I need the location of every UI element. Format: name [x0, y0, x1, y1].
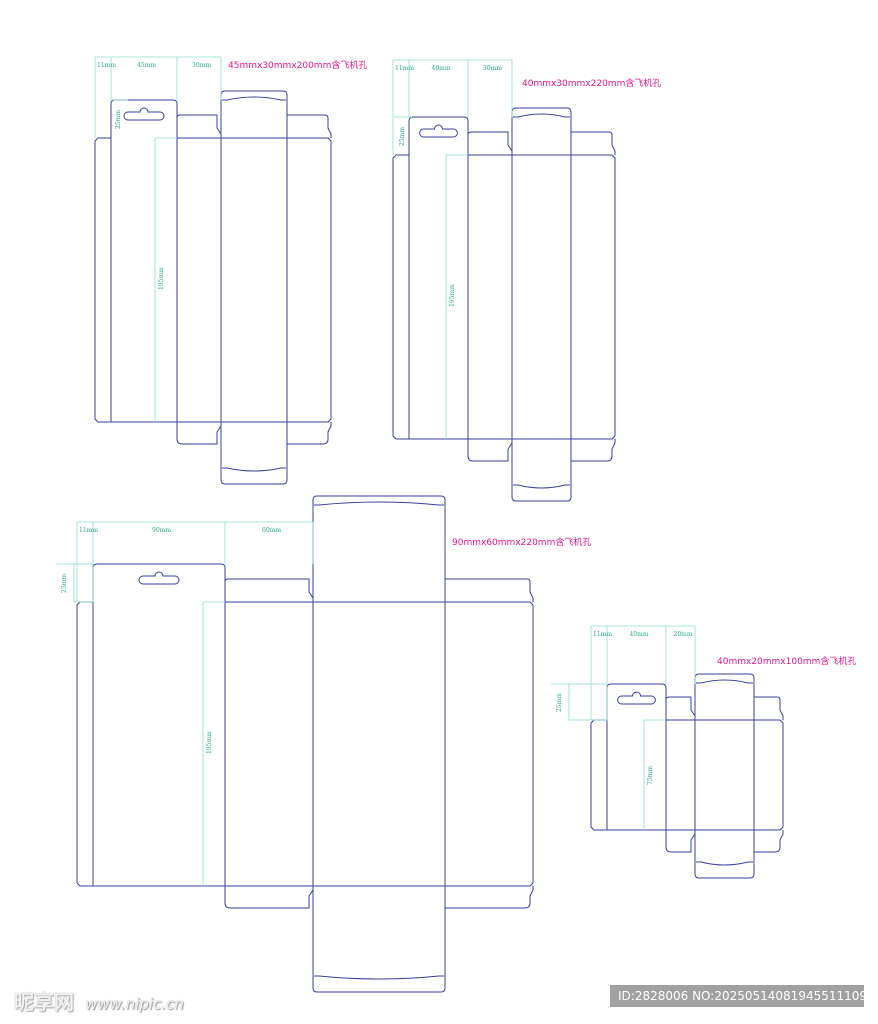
box-dieline-4: 11mm 40mm 20mm 25mm 75mm 40mmx20mmx100mm含飞机孔: [551, 625, 856, 879]
watermark: 昵享网 www.nipic.cn: [14, 986, 184, 1015]
glue-flap: [590, 719, 607, 831]
dimension-label-depth: 60mm: [262, 527, 281, 534]
dust-flap-top-right: [444, 578, 534, 602]
glue-flap: [392, 154, 409, 440]
dimension-label-height: 195mm: [206, 731, 213, 754]
box-dieline-3: 11mm 90mm 60mm 25mm 195mm 90mmx60mmx220mm含飞机孔: [56, 495, 591, 993]
box-title: 45mmx30mmx200mm含飞机孔: [228, 59, 367, 71]
box-title: 40mmx30mmx220mm含飞机孔: [522, 77, 661, 89]
tuck-flap-top-curve: [513, 113, 570, 118]
dimension-label-depth: 30mm: [483, 65, 502, 72]
side-panel-left: [176, 137, 222, 423]
dust-flap-top-left: [176, 114, 222, 138]
tuck-flap-bottom: [694, 830, 755, 879]
dust-flap-bottom-right: [753, 830, 784, 853]
dust-flap-bottom-right: [286, 422, 332, 445]
hang-hole: [123, 107, 165, 121]
hang-hole: [138, 571, 180, 585]
tuck-flap-bottom-curve: [314, 975, 444, 980]
dust-flap-bottom-left: [467, 439, 513, 462]
dust-flap-bottom-left: [224, 886, 314, 909]
hang-hole: [419, 124, 458, 138]
glue-flap: [94, 137, 111, 423]
hang-hole: [617, 691, 656, 705]
box-title: 90mmx60mmx220mm含飞机孔: [452, 536, 591, 548]
front-panel: [110, 99, 178, 423]
dust-flap-bottom-left: [665, 830, 696, 853]
dimension-box-hanger: [568, 683, 608, 721]
side-panel-right: [571, 154, 616, 440]
dimension-label-width: 40mm: [432, 65, 451, 72]
dimension-label-glue: 11mm: [97, 62, 116, 69]
tuck-flap-bottom-curve: [513, 484, 570, 489]
dimension-label-hanger: 25mm: [115, 110, 122, 129]
tuck-flap-bottom: [312, 886, 446, 993]
dust-flap-top-left: [665, 696, 696, 720]
tuck-flap-bottom: [220, 422, 288, 485]
tuck-flap-top-curve: [222, 96, 286, 101]
dimension-label-hanger: 25mm: [61, 574, 68, 593]
dust-flap-top-right: [753, 696, 784, 720]
dust-flap-bottom-right: [444, 886, 534, 909]
dimension-label-width: 45mm: [137, 62, 156, 69]
side-panel-left: [467, 154, 513, 440]
dimension-label-depth: 20mm: [674, 631, 693, 638]
tuck-flap-top-curve: [314, 501, 444, 506]
tuck-flap-top: [511, 107, 572, 155]
front-panel: [606, 683, 667, 831]
dimension-label-height: 195mm: [158, 267, 165, 290]
image-id-bar: ID:2828006 NO:20250514081945511109: [610, 985, 867, 1007]
dimension-label-glue: 11mm: [395, 65, 414, 72]
dimension-box-hanger: [73, 563, 94, 603]
dust-flap-bottom-right: [570, 439, 616, 462]
tuck-flap-top: [312, 495, 446, 602]
tuck-flap-bottom-curve: [222, 467, 286, 472]
dust-flap-top-left: [467, 131, 513, 155]
tuck-flap-top: [694, 673, 755, 720]
dimension-label-height: 195mm: [449, 284, 456, 307]
dimension-label-glue: 11mm: [79, 527, 98, 534]
box-dieline-2: 11mm 40mm 30mm 25mm 195mm 40mmx30mmx220mm含飞机孔: [392, 59, 661, 502]
side-panel-left: [224, 601, 314, 887]
box-title: 40mmx20mmx100mm含飞机孔: [717, 655, 856, 667]
back-panel: [312, 601, 446, 887]
back-panel: [511, 154, 572, 440]
side-panel-right: [754, 719, 784, 831]
watermark-url: www.nipic.cn: [85, 995, 184, 1013]
dimension-label-height: 75mm: [647, 766, 654, 785]
back-panel: [220, 137, 288, 423]
tuck-flap-bottom-curve: [696, 861, 753, 866]
front-panel: [408, 116, 469, 440]
dimension-label-glue: 11mm: [593, 631, 612, 638]
dimension-label-hanger: 25mm: [399, 127, 406, 146]
dust-flap-top-right: [570, 131, 616, 155]
dust-flap-bottom-left: [176, 422, 222, 445]
glue-flap: [76, 601, 93, 887]
dust-flap-top-right: [286, 114, 332, 138]
dust-flap-top-left: [224, 578, 314, 602]
back-panel: [694, 719, 755, 831]
side-panel-right: [287, 137, 332, 423]
front-panel: [92, 563, 226, 887]
dimension-label-depth: 30mm: [192, 62, 211, 69]
watermark-logo: 昵享网: [14, 990, 74, 1014]
side-panel-left: [665, 719, 696, 831]
tuck-flap-bottom: [511, 439, 572, 502]
dimension-label-width: 90mm: [152, 527, 171, 534]
tuck-flap-top-curve: [696, 679, 753, 684]
dimension-label-hanger: 25mm: [556, 693, 563, 712]
side-panel-right: [445, 601, 534, 887]
dimension-label-width: 40mm: [630, 631, 649, 638]
box-dieline-1: 11mm 45mm 30mm 25mm 195mm 45mmx30mmx200mm含飞机孔: [94, 56, 367, 485]
tuck-flap-top: [220, 90, 288, 138]
